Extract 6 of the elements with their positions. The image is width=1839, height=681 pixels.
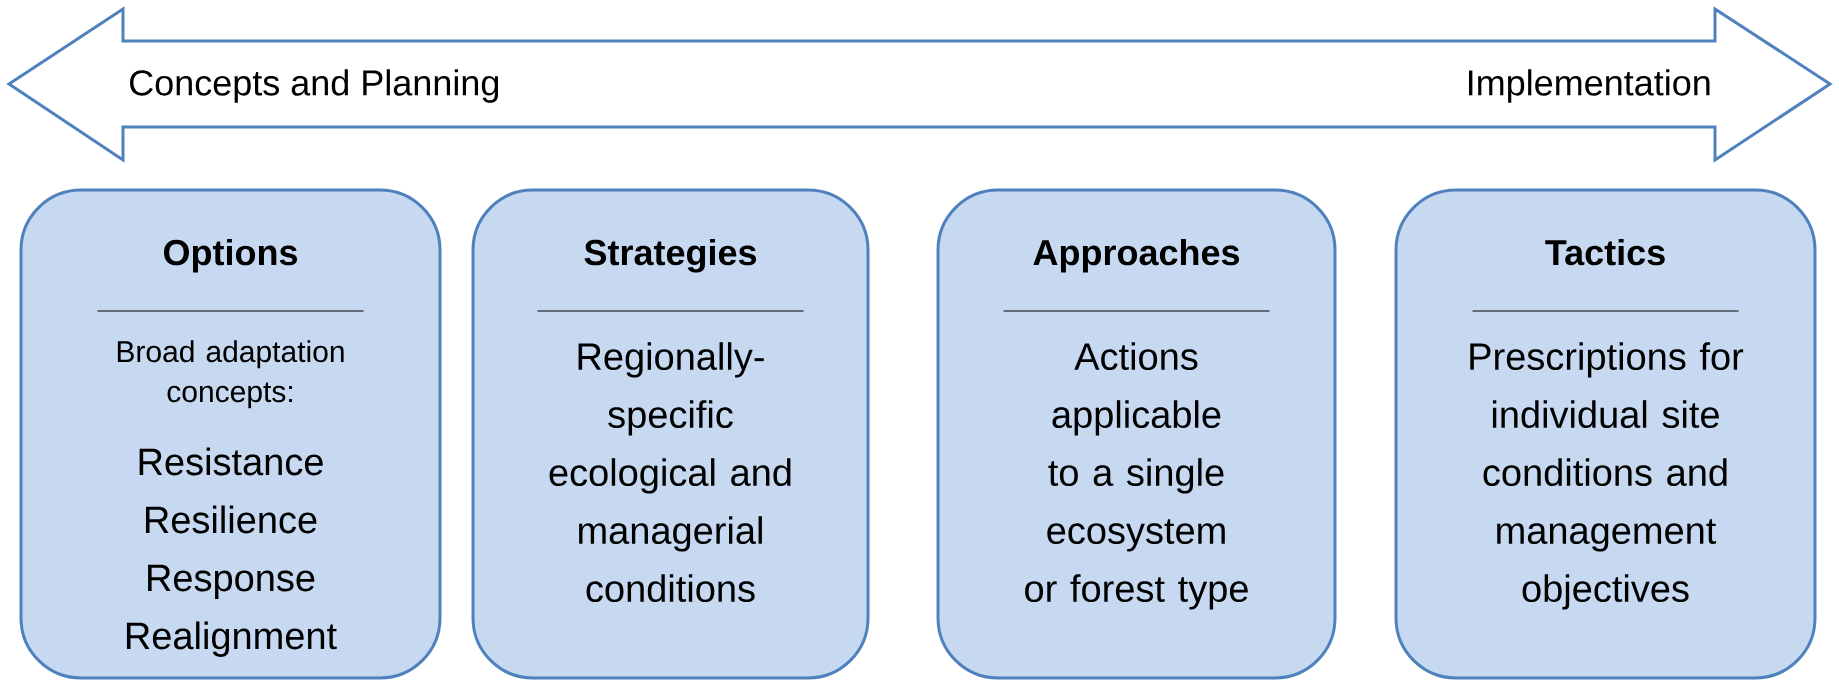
- stage-box: Approaches Actions applicable to a single ecosystem or forest type: [936, 188, 1337, 680]
- stage-box: Strategies Regionally-specific ecological and managerial conditions: [471, 188, 870, 680]
- arrow-label: Concepts and Planning: [130, 69, 499, 103]
- arrow-label: Implementation: [1469, 69, 1710, 103]
- stage-box: Options Broad adaptation concepts: Resistance Resilience Response Realignment: [19, 188, 442, 680]
- stage-box: Tactics Prescriptions for individual site conditions and management objectives: [1394, 188, 1817, 680]
